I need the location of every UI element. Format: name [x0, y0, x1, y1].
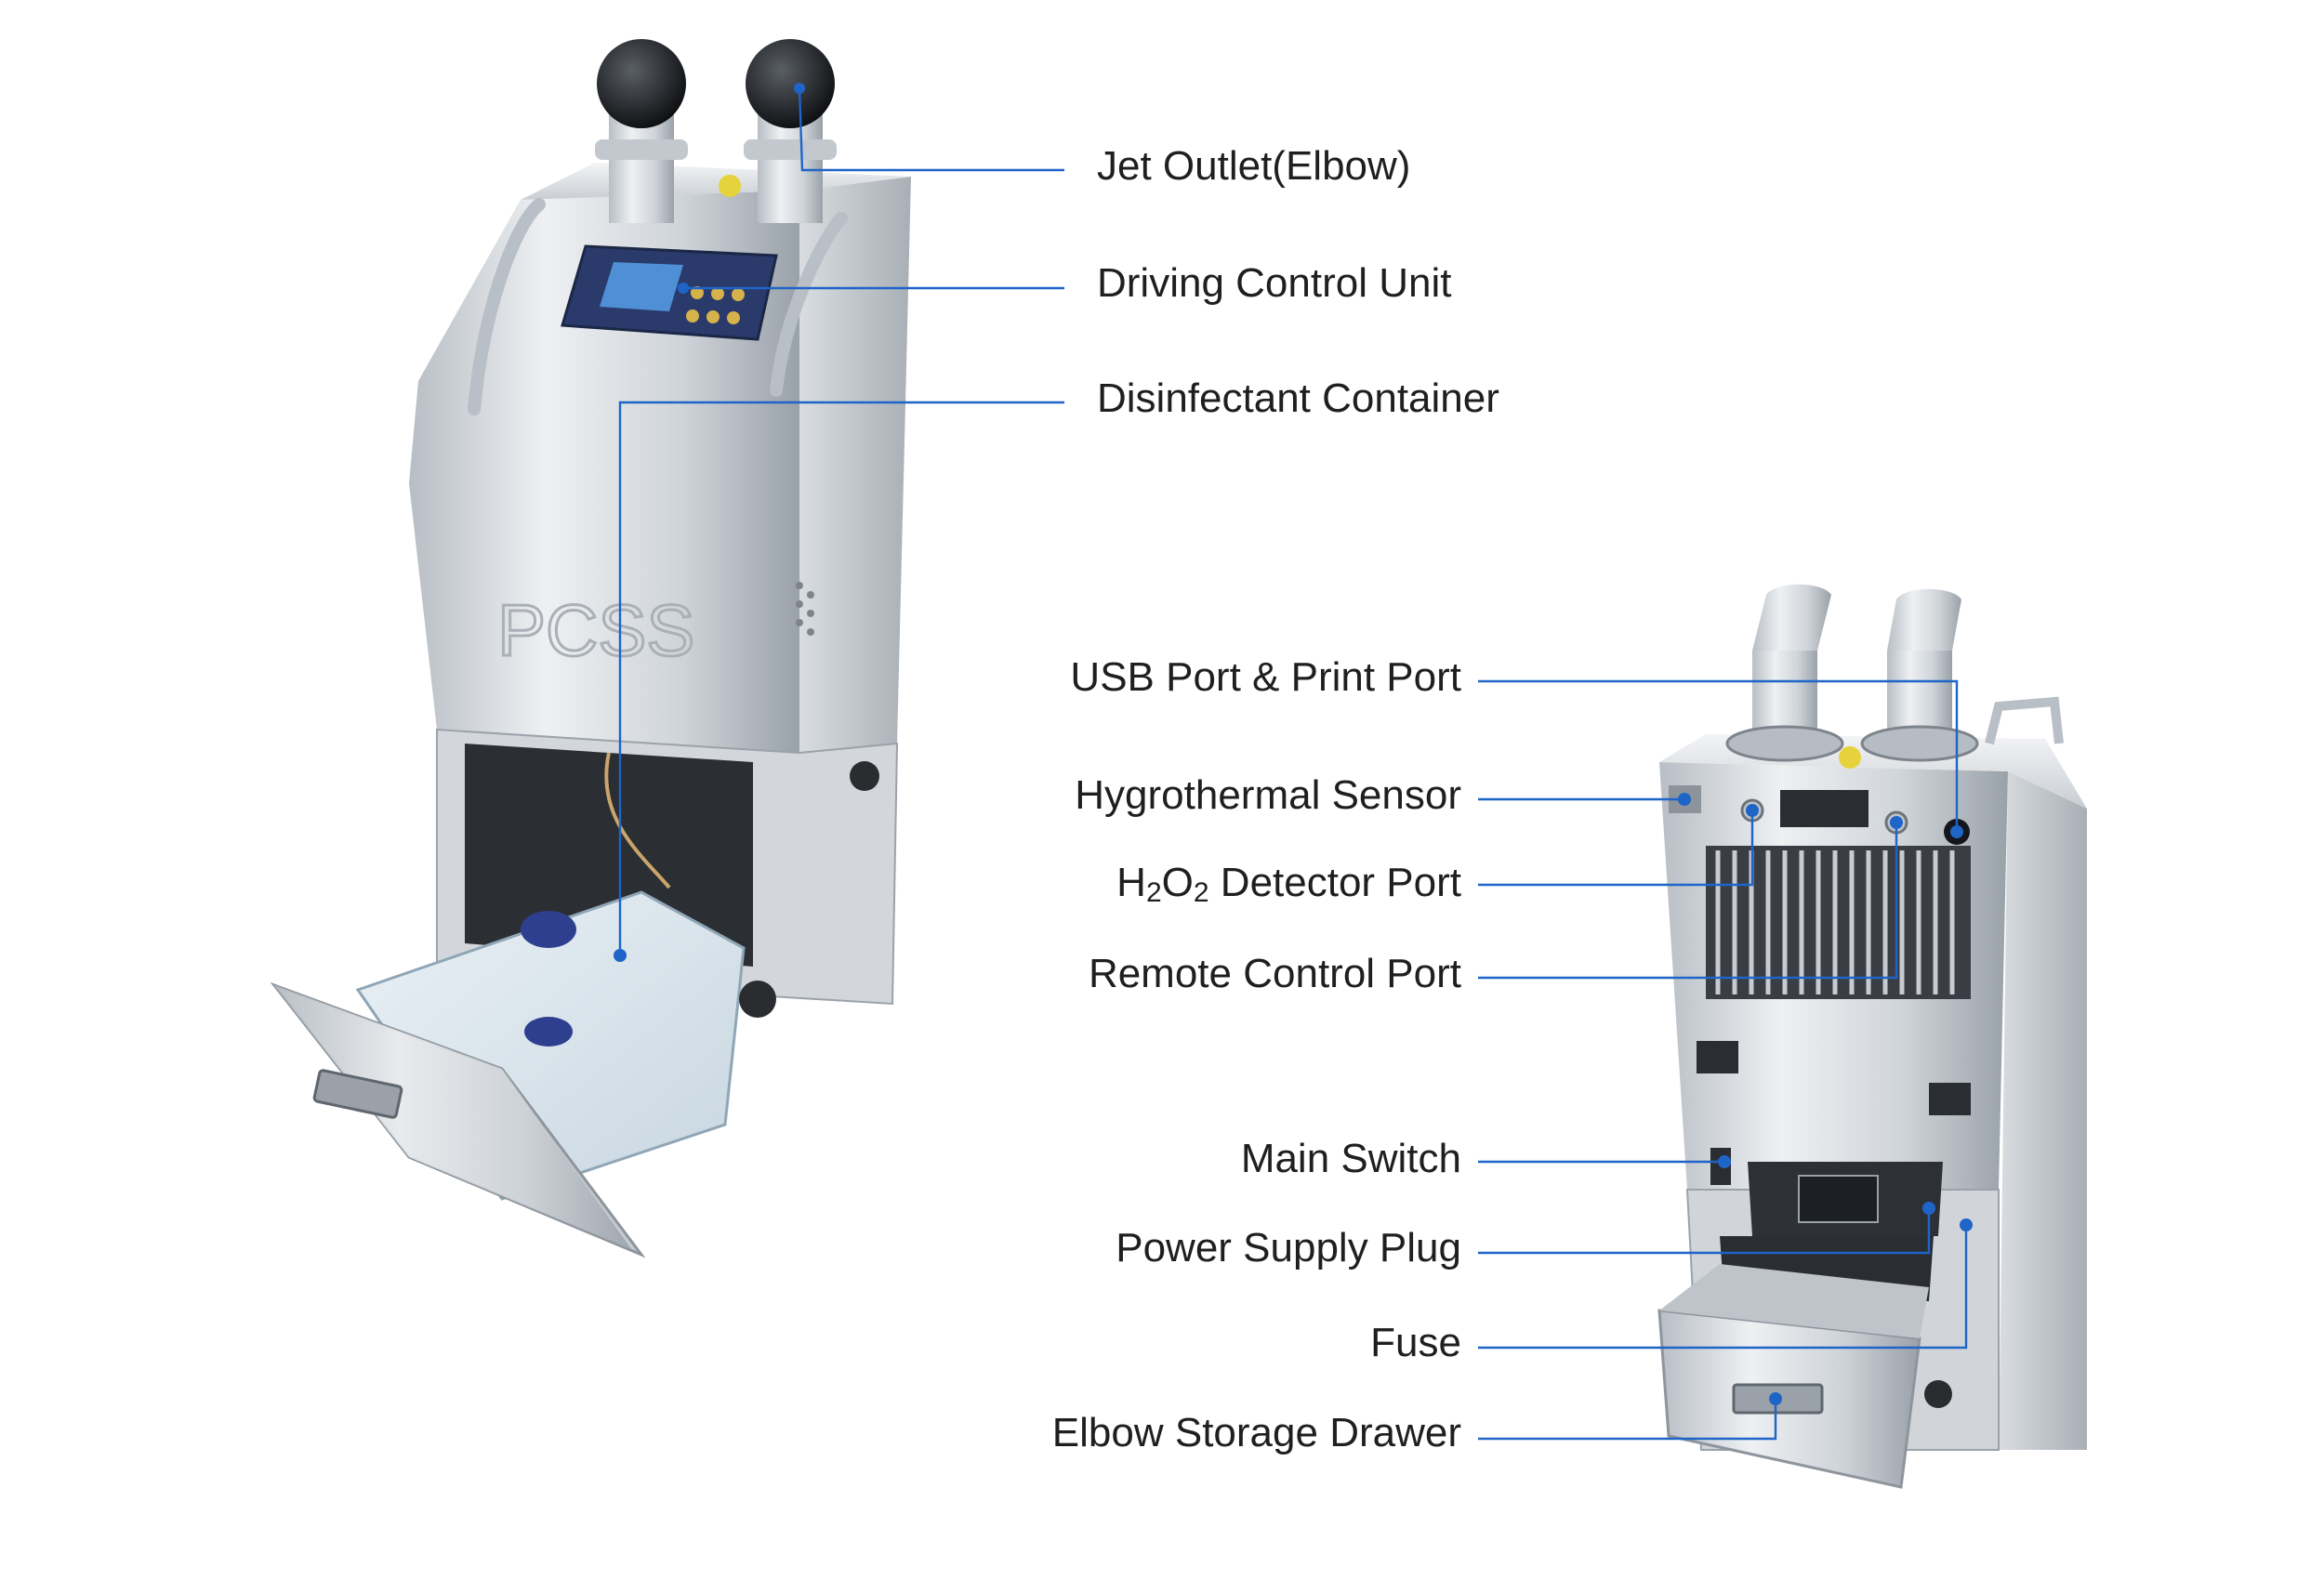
- h2o2-sub-1: 2: [1145, 877, 1162, 908]
- left-outlet: [595, 39, 688, 223]
- wheel: [739, 981, 776, 1018]
- left-drawer-face: [274, 985, 632, 1250]
- top-handle: [1985, 696, 2064, 745]
- wheel: [850, 761, 879, 791]
- label-usb-port: USB Port & Print Port: [1070, 654, 1461, 700]
- left-drawer-handle: [312, 1069, 403, 1119]
- leader-fuse: [1478, 1218, 1973, 1350]
- leader-hygrothermal: [1478, 793, 1691, 806]
- left-machine-logo: PCSS: [497, 589, 694, 671]
- drawer-cavity: [465, 744, 753, 967]
- left-handle: [468, 198, 546, 415]
- leader-jet-outlet: [794, 83, 1064, 172]
- label-remote-control-port: Remote Control Port: [1088, 951, 1461, 996]
- right-handle: [770, 212, 848, 397]
- left-machine: PCSS: [270, 39, 911, 1258]
- right-machine: [1657, 584, 2087, 1489]
- tray-emblem: [521, 911, 576, 948]
- right-machine-outlet-left: [1725, 584, 1844, 762]
- bracket: [1697, 1041, 1738, 1073]
- leader-elbow-drawer: [1478, 1392, 1782, 1441]
- control-buttons: [686, 286, 745, 324]
- control-screen: [600, 262, 683, 311]
- label-hygrothermal-sensor: Hygrothermal Sensor: [1075, 772, 1461, 818]
- label-fuse: Fuse: [1370, 1320, 1461, 1365]
- label-plate: [1798, 1175, 1879, 1223]
- leader-main-switch: [1478, 1155, 1731, 1168]
- yellow-cap: [1839, 746, 1861, 769]
- right-machine-outlet-right: [1860, 588, 1979, 762]
- wheel: [1924, 1380, 1952, 1408]
- yellow-fill-cap: [719, 175, 741, 197]
- h2o2-part-h: H: [1116, 860, 1146, 905]
- label-disinfectant-container: Disinfectant Container: [1097, 375, 1499, 421]
- label-main-switch: Main Switch: [1240, 1136, 1461, 1181]
- label-power-supply-plug: Power Supply Plug: [1116, 1225, 1461, 1271]
- h2o2-part-rest: Detector Port: [1208, 860, 1461, 905]
- leader-power-plug: [1478, 1202, 1935, 1255]
- right-outlet: [744, 39, 837, 223]
- bracket: [1929, 1083, 1971, 1115]
- h2o2-part-o: O: [1161, 860, 1194, 905]
- h2o2-sub-2: 2: [1193, 877, 1209, 908]
- vent-slats: [1715, 850, 1955, 994]
- label-driving-control-unit: Driving Control Unit: [1097, 260, 1452, 306]
- label-jet-outlet: Jet Outlet(Elbow): [1097, 143, 1411, 189]
- label-elbow-storage-drawer: Elbow Storage Drawer: [1051, 1410, 1461, 1455]
- right-machine-side: [1999, 771, 2087, 1450]
- label-h2o2-detector-port: H2O2 Detector Port: [1116, 860, 1461, 907]
- leader-h2o2: [1478, 804, 1759, 887]
- vent-dots: [796, 582, 814, 636]
- port-window: [1780, 790, 1868, 827]
- right-drawer-tray: [1659, 1264, 1929, 1338]
- vent-grille: [1706, 846, 1971, 999]
- left-machine-side-panel: [799, 177, 911, 753]
- leader-disinfectant: [614, 401, 1064, 962]
- leader-driving-control: [678, 283, 1064, 294]
- supply-hose: [604, 752, 671, 889]
- tray-emblem-lower: [524, 1017, 573, 1047]
- leader-remote-control: [1478, 816, 1903, 980]
- leader-usb-port: [1478, 679, 1963, 838]
